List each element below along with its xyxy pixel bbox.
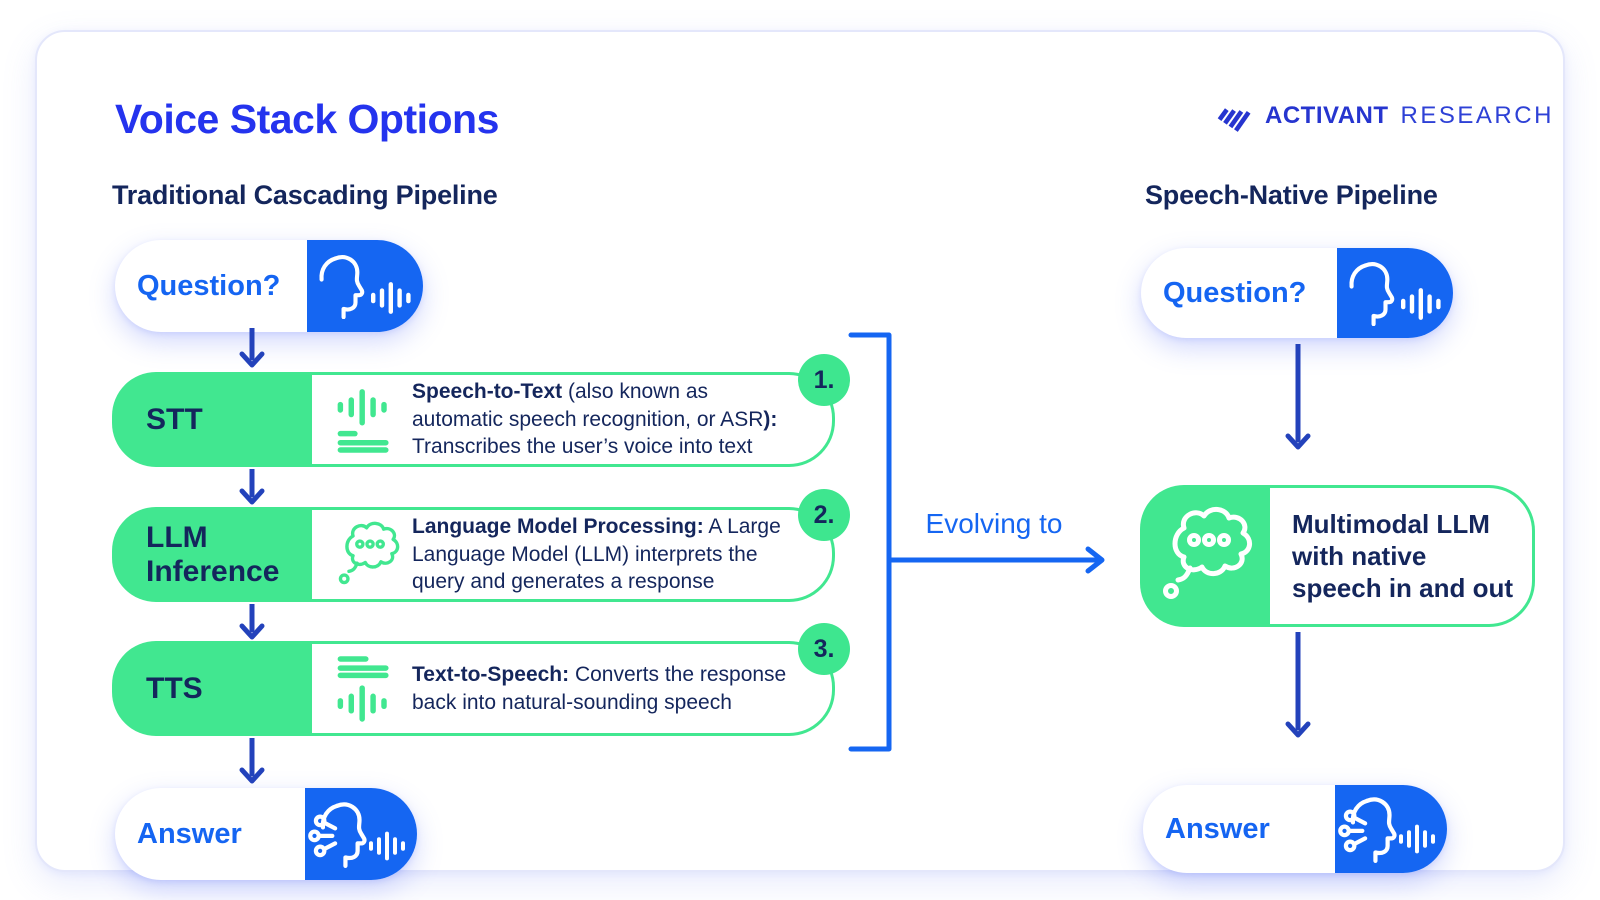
speaking-face-icon — [313, 253, 365, 319]
voice-waveform-icon — [1399, 821, 1439, 857]
tts-label-block: TTS — [112, 641, 312, 736]
voice-waveform-icon — [1401, 286, 1445, 322]
step-name: STT — [146, 402, 203, 436]
step-number-badge: 3. — [798, 623, 850, 675]
step-number-badge: 2. — [798, 489, 850, 541]
right-answer-pill: Answer — [1143, 785, 1447, 873]
arrow-stt-to-llm — [237, 469, 267, 505]
llm-label-block: LLM Inference — [112, 507, 312, 602]
step-row-tts: TTS Text-to-Speech: Converts the respons… — [112, 623, 850, 736]
multimodal-line: speech in and out — [1292, 573, 1514, 603]
arrow-question-to-stt — [237, 328, 267, 368]
grouping-bracket-and-arrow — [837, 325, 1117, 761]
answer-label: Answer — [137, 817, 242, 850]
right-question-pill: Question? — [1141, 248, 1453, 338]
question-label: Question? — [137, 269, 281, 302]
multimodal-text-box: Multimodal LLM with native speech in and… — [1270, 485, 1535, 627]
speaking-face-icon — [1343, 260, 1395, 326]
arrow-question-to-multimodal — [1283, 344, 1313, 450]
step-name: LLM Inference — [146, 520, 280, 588]
voice-waveform-icon — [371, 280, 415, 316]
page-title: Voice Stack Options — [115, 96, 499, 142]
left-pipeline-heading: Traditional Cascading Pipeline — [112, 180, 498, 210]
question-pill-cap — [1337, 248, 1453, 338]
answer-label: Answer — [1165, 812, 1270, 845]
speech-to-text-icon — [334, 387, 394, 453]
stt-description-box: Speech-to-Text (also known as automatic … — [312, 372, 835, 467]
activant-wing-icon — [1215, 97, 1255, 135]
tts-description-box: Text-to-Speech: Converts the response ba… — [312, 641, 835, 736]
left-answer-pill: Answer — [115, 788, 417, 880]
question-label: Question? — [1163, 276, 1307, 309]
arrow-tts-to-answer — [237, 738, 267, 784]
multimodal-line: with native — [1292, 541, 1427, 571]
arrow-llm-to-tts — [237, 604, 267, 640]
thought-bubble-icon — [334, 519, 402, 591]
thought-bubble-icon — [1156, 504, 1256, 608]
step-row-stt: STT Speech-to-Text (also known as automa… — [112, 354, 850, 467]
voice-waveform-icon — [369, 828, 409, 864]
ai-head-icon — [1337, 795, 1397, 863]
logo-brand-text: ACTIVANT — [1265, 102, 1389, 129]
evolving-to-label: Evolving to — [925, 508, 1063, 539]
right-pipeline-heading: Speech-Native Pipeline — [1145, 180, 1438, 210]
question-pill-cap — [307, 240, 423, 332]
step-row-llm: LLM Inference Language Model Processing:… — [112, 489, 850, 602]
logo-suffix-text: RESEARCH — [1400, 102, 1554, 129]
multimodal-llm-box: Multimodal LLM with native speech in and… — [1140, 485, 1535, 627]
ai-head-icon — [307, 800, 367, 868]
step-description: Text-to-Speech: Converts the response ba… — [412, 663, 787, 714]
multimodal-line: Multimodal LLM — [1292, 509, 1490, 539]
step-description: Language Model Processing: A Large Langu… — [412, 515, 781, 594]
step-number-badge: 1. — [798, 354, 850, 406]
llm-description-box: Language Model Processing: A Large Langu… — [312, 507, 835, 602]
stt-label-block: STT — [112, 372, 312, 467]
multimodal-icon-block — [1140, 485, 1270, 627]
left-question-pill: Question? — [115, 240, 423, 332]
answer-pill-cap — [305, 788, 417, 880]
text-to-speech-icon — [334, 656, 394, 722]
step-description: Speech-to-Text (also known as automatic … — [412, 380, 778, 459]
diagram-card: Voice Stack Options ACTIVANT RESEARCH Tr… — [35, 30, 1565, 880]
arrow-multimodal-to-answer — [1283, 632, 1313, 738]
step-name: TTS — [146, 671, 203, 705]
answer-pill-cap — [1335, 785, 1447, 873]
activant-research-logo: ACTIVANT RESEARCH — [1215, 96, 1551, 136]
